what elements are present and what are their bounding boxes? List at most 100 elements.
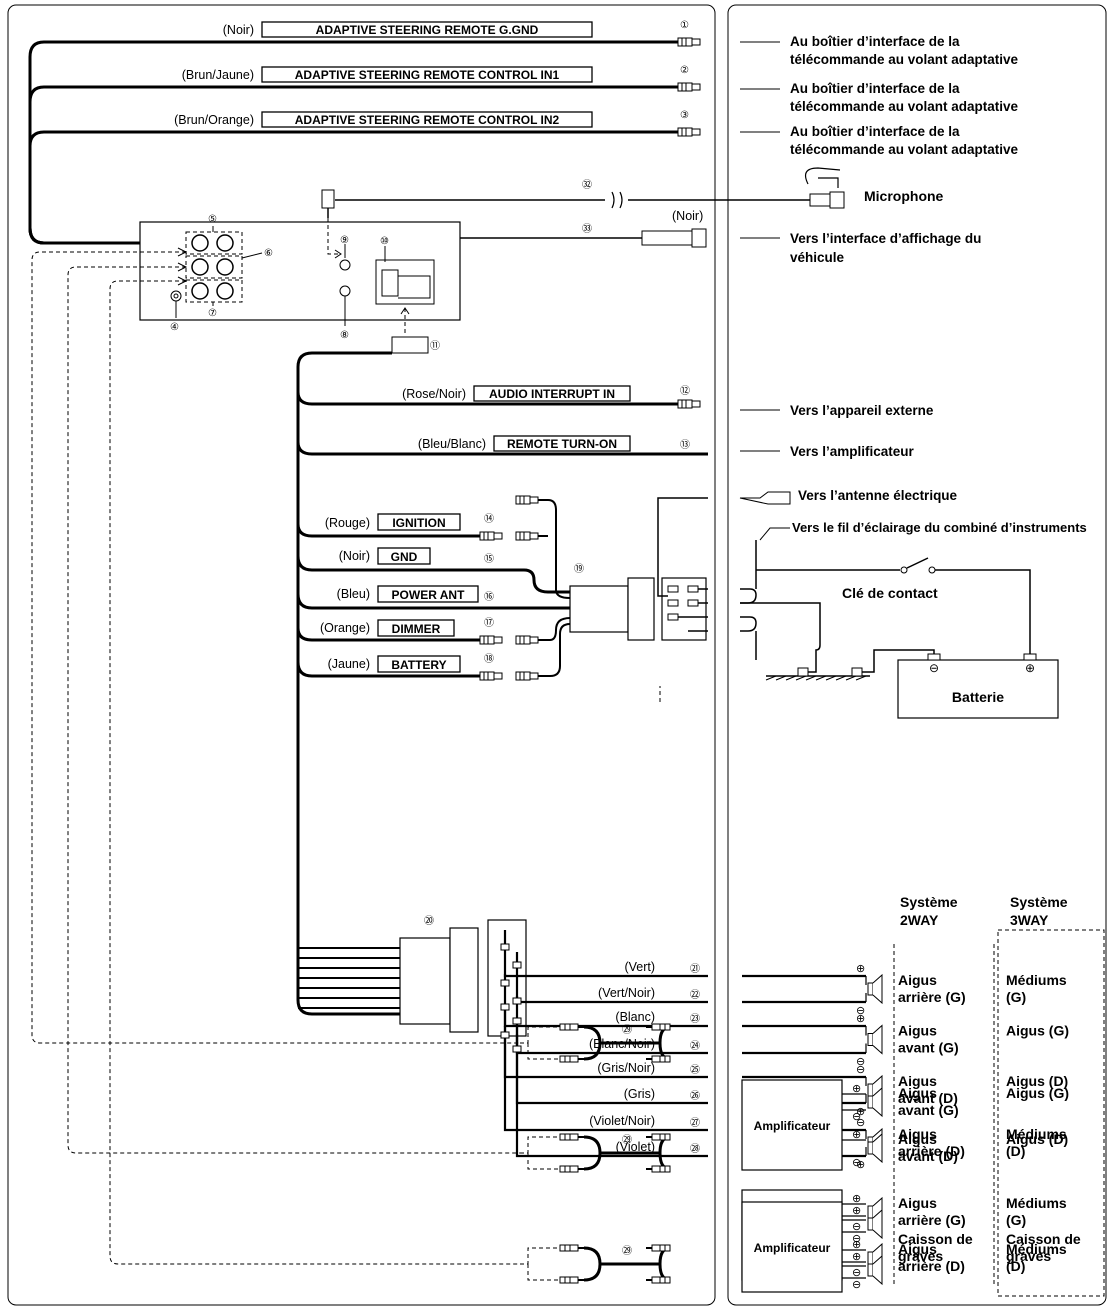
speaker-3way-label: (D) <box>1006 1143 1025 1159</box>
amp-2way-label: Caisson de <box>898 1231 973 1247</box>
svg-text:⊖: ⊖ <box>856 1117 865 1129</box>
head-unit: ⑤ ⑥ ⑦ ④ ⑧ ⑨ ⑩ <box>139 214 461 341</box>
speaker-3way-label: Médiums <box>1006 1126 1067 1142</box>
jack-number: ⑩ <box>380 236 389 247</box>
wire-label: DIMMER <box>392 622 441 636</box>
speaker-2way-label: Aigus <box>898 972 937 988</box>
wire-label: ADAPTIVE STEERING REMOTE G.GND <box>316 23 539 37</box>
speaker-2way-label: avant (D) <box>898 1090 958 1106</box>
dest-line: télécommande au volant adaptative <box>790 142 1019 157</box>
wire-number: ⑯ <box>484 591 494 603</box>
rca-dashed-links <box>31 247 520 1265</box>
amp-2way-label: Aigus <box>898 1085 937 1101</box>
display-dest: véhicule <box>790 250 845 265</box>
svg-text:⊕: ⊕ <box>852 1251 861 1263</box>
right-panel <box>727 4 1107 1306</box>
rca-number: ㉙ <box>622 1024 632 1036</box>
amp-3way-label: Caisson de <box>1006 1231 1081 1247</box>
wire-color: (Brun/Jaune) <box>182 68 254 82</box>
connector-number: ⑪ <box>430 340 440 352</box>
wire-number: ⑮ <box>484 553 494 565</box>
wire-12: (Rose/Noir) AUDIO INTERRUPT IN ⑫ Vers l’… <box>402 385 934 418</box>
speaker-wire-number: ㉓ <box>690 1013 700 1025</box>
speaker-wires: (Vert)㉑(Vert/Noir)㉒(Blanc)㉓(Blanc/Noir)㉔… <box>500 930 708 1158</box>
speaker-3way-label: (G) <box>1006 989 1026 1005</box>
dest-line: Au boîtier d’interface de la <box>790 124 960 139</box>
speaker-wire-number: ㉑ <box>690 963 700 975</box>
wire-color: (Jaune) <box>328 657 370 671</box>
wire-number: ② <box>680 65 689 76</box>
wire-number: ⑱ <box>484 653 494 665</box>
speaker-wire-color: (Violet) <box>616 1140 655 1154</box>
dest-line: télécommande au volant adaptative <box>790 99 1019 114</box>
speaker-2way-label: arrière (D) <box>898 1143 965 1159</box>
speaker-wire-color: (Blanc) <box>615 1010 655 1024</box>
speaker-wire-number: ㉕ <box>690 1064 700 1076</box>
svg-text:⊖: ⊖ <box>852 1233 861 1245</box>
svg-text:⊖: ⊖ <box>852 1279 861 1291</box>
svg-text:⊕: ⊕ <box>856 963 865 975</box>
amp-2way-label: arrière (D) <box>898 1258 965 1274</box>
jack-number: ⑧ <box>340 330 349 341</box>
amp-3way-label: (D) <box>1006 1258 1025 1274</box>
power-harness: ⑲ <box>296 495 708 681</box>
power-destinations: Vers l’antenne électrique Vers le fil d’… <box>739 488 1087 719</box>
wire-label: IGNITION <box>392 516 445 530</box>
speaker-3way-label: Aigus (G) <box>1006 1023 1069 1039</box>
amp-3way-label: graves <box>1006 1248 1051 1264</box>
amp-2way-label: avant (D) <box>898 1148 958 1164</box>
header-3way-line2: 3WAY <box>1010 912 1049 928</box>
jack-number: ⑦ <box>208 308 217 319</box>
dest-line: télécommande au volant adaptative <box>790 52 1019 67</box>
speaker-wire-number: ㉖ <box>690 1090 700 1102</box>
wire-number: ⑰ <box>484 617 494 629</box>
wire-color: (Rose/Noir) <box>402 387 466 401</box>
speaker-wire-number: ㉔ <box>690 1040 700 1052</box>
wire-16: (Bleu) POWER ANT ⑯ <box>337 585 494 603</box>
speaker-wire-number: ㉘ <box>690 1143 700 1155</box>
wire-color: (Noir) <box>223 23 254 37</box>
wire-1-label: (Noir) ADAPTIVE STEERING REMOTE G.GND ① <box>223 20 689 38</box>
amp-3way-label: Médiums <box>1006 1241 1067 1257</box>
svg-text:⊕: ⊕ <box>852 1239 861 1251</box>
speaker-harness: ⑳ <box>296 915 527 1037</box>
display-color: (Noir) <box>672 209 703 223</box>
antenna-dest: Vers l’antenne électrique <box>798 488 958 503</box>
display-cable: (Noir) ㉝ Vers l’interface d’affichage du… <box>460 209 981 265</box>
wire-label: AUDIO INTERRUPT IN <box>489 387 615 401</box>
amp-2way-label: Aigus <box>898 1241 937 1257</box>
jack-number: ⑤ <box>208 214 217 225</box>
svg-text:⊖: ⊖ <box>852 1157 861 1169</box>
wire-15: (Noir) GND ⑮ <box>339 547 494 565</box>
header-2way-line2: 2WAY <box>900 912 939 928</box>
wire-13: (Bleu/Blanc) REMOTE TURN-ON ⑬ Vers l’amp… <box>418 435 915 459</box>
jack-number: ⑥ <box>264 248 273 259</box>
wire-number: ⑭ <box>484 513 494 525</box>
left-panel <box>7 4 716 1306</box>
wire-number: ⑫ <box>680 385 690 397</box>
amp-3way-label: (G) <box>1006 1212 1026 1228</box>
connector-19-number: ⑲ <box>574 563 584 575</box>
battery-plus: ⊕ <box>1025 661 1035 675</box>
wire-18: (Jaune) BATTERY ⑱ <box>328 653 494 673</box>
speaker-3way-label: Médiums <box>1006 972 1067 988</box>
wire-label: ADAPTIVE STEERING REMOTE CONTROL IN1 <box>295 68 560 82</box>
speaker-2way-label: arrière (G) <box>898 989 966 1005</box>
amplifier-box <box>741 1079 843 1171</box>
speaker-wire-color: (Gris) <box>624 1087 655 1101</box>
speaker-wire-color: (Gris/Noir) <box>597 1061 655 1075</box>
speaker-wire-color: (Vert/Noir) <box>598 986 655 1000</box>
speaker-wire-number: ㉒ <box>690 989 700 1001</box>
mic-number: ㉜ <box>582 179 592 191</box>
amplifier-label: Amplificateur <box>754 1119 831 1133</box>
rca-number: ㉙ <box>622 1134 632 1146</box>
wire-color: (Noir) <box>339 549 370 563</box>
battery-label: Batterie <box>952 689 1004 705</box>
wire-number: ③ <box>680 110 689 121</box>
amp-2way-label: arrière (G) <box>898 1212 966 1228</box>
battery-icon: ⊖ ⊕ Batterie <box>897 653 1059 719</box>
svg-text:⊖: ⊖ <box>852 1221 861 1233</box>
svg-text:⊖: ⊖ <box>856 1056 865 1068</box>
amp-3way-label: Aigus (D) <box>1006 1131 1068 1147</box>
